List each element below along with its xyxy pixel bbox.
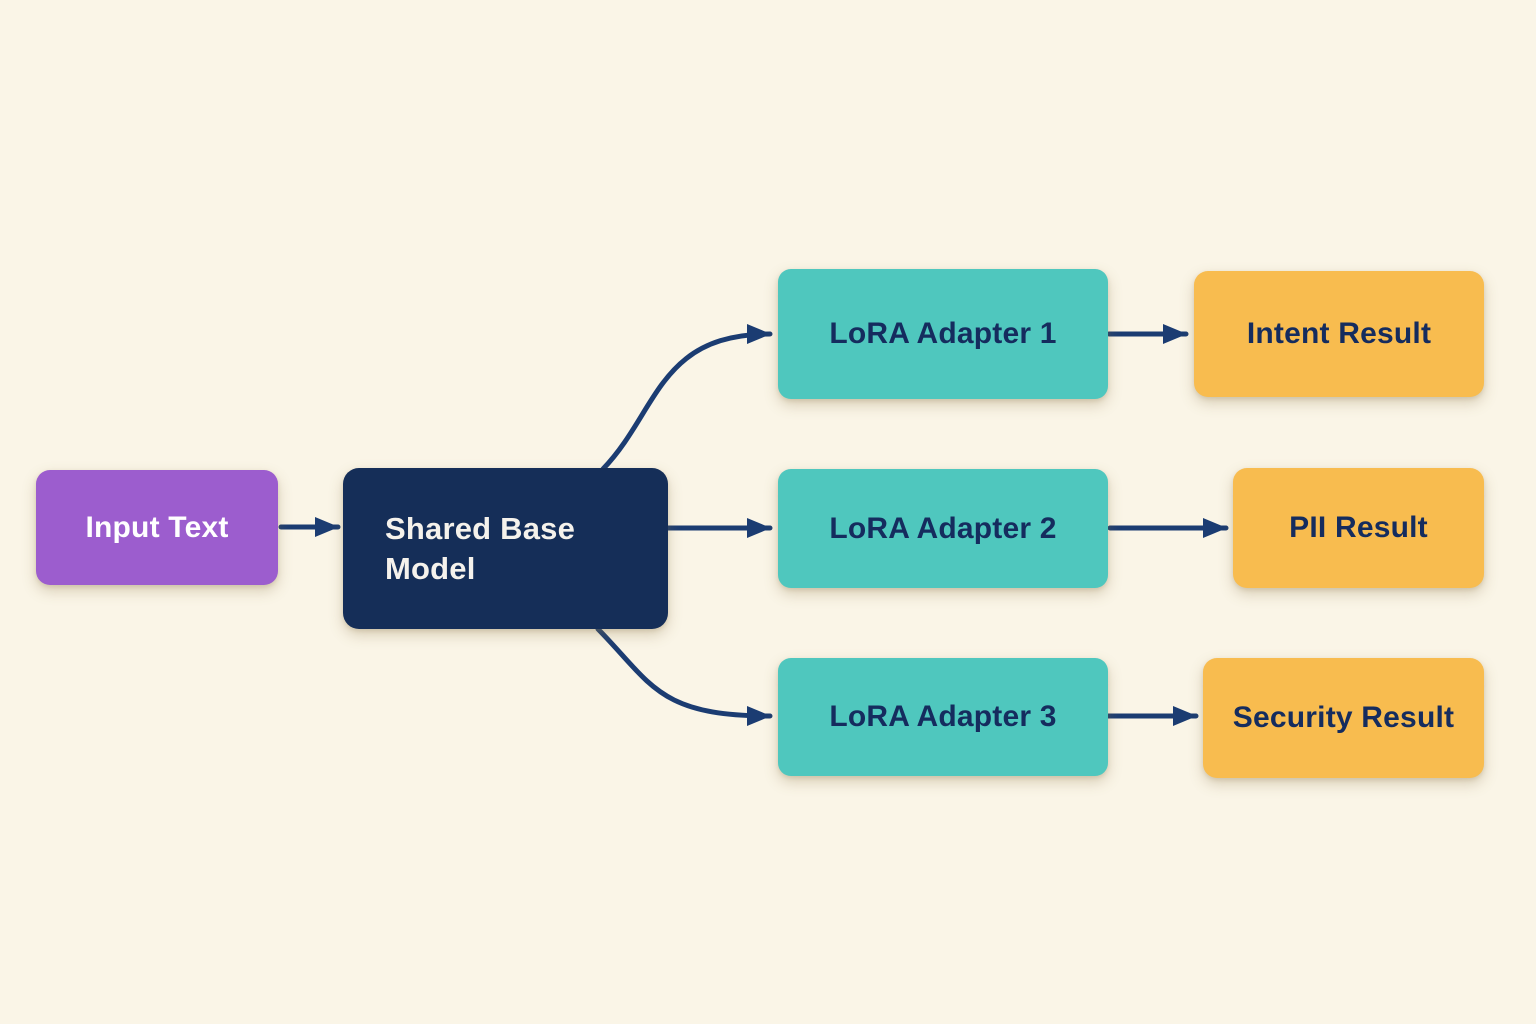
node-lora-adapter-1-label: LoRA Adapter 1 xyxy=(829,317,1057,350)
node-intent-result-label: Intent Result xyxy=(1246,317,1432,350)
node-lora-adapter-2: LoRA Adapter 2 xyxy=(778,469,1108,588)
node-lora-adapter-1: LoRA Adapter 1 xyxy=(778,269,1108,399)
node-lora-adapter-3-label: LoRA Adapter 3 xyxy=(829,700,1057,733)
node-security-result: Security Result xyxy=(1203,658,1484,778)
node-intent-result: Intent Result xyxy=(1194,271,1484,397)
node-input-text-label: Input Text xyxy=(85,510,229,544)
node-lora-adapter-2-label: LoRA Adapter 2 xyxy=(829,511,1057,545)
node-pii-result-label: PII Result xyxy=(1289,511,1428,544)
node-shared-base-model: Shared Base Model xyxy=(343,468,668,629)
edge-base-to-adapter-3 xyxy=(595,626,773,726)
node-lora-adapter-3: LoRA Adapter 3 xyxy=(778,658,1108,776)
node-shared-base-model-label: Shared Base Model xyxy=(385,510,576,586)
node-input-text: Input Text xyxy=(36,470,278,585)
node-security-result-label: Security Result xyxy=(1232,701,1455,734)
edge-base-to-adapter-1 xyxy=(600,324,773,472)
node-pii-result: PII Result xyxy=(1233,468,1484,588)
